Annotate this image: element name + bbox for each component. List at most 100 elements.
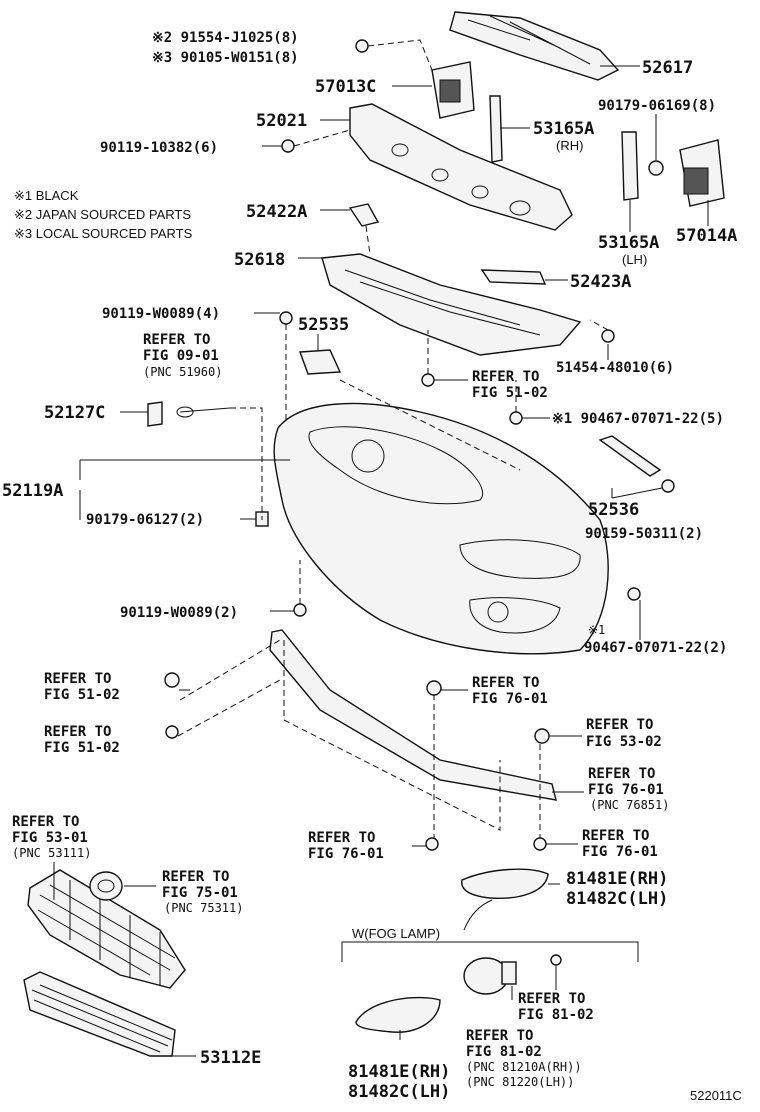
- clip-fig51-b: [165, 725, 179, 739]
- clip-fig76-c: [425, 837, 439, 851]
- label-57013c: 57013C: [315, 77, 376, 97]
- ref-0901-l2: FIG 09-01: [143, 348, 219, 364]
- ref-5301-l2: FIG 53-01: [12, 830, 88, 846]
- label-53165a-rh: 53165A: [533, 119, 594, 139]
- part-51454-clip-b: [601, 329, 615, 343]
- ref-5102c-l1: REFER TO: [44, 724, 111, 740]
- part-57014a-bracket: [679, 139, 725, 207]
- ref-7601b-l1: REFER TO: [588, 766, 655, 782]
- part-90119-w0089-bolt-a: [279, 311, 293, 325]
- dashed-lines: [177, 39, 609, 838]
- part-90159-bolt: [661, 479, 675, 493]
- clip-fig53-02: [534, 728, 550, 744]
- part-52536-retainer: [598, 435, 662, 477]
- label-52423a: 52423A: [570, 272, 631, 292]
- label-81482c-a: 81482C(LH): [566, 889, 668, 909]
- label-90119-w0089-4: 90119-W0089(4): [102, 306, 220, 322]
- label-90119-10382: 90119-10382(6): [100, 140, 218, 156]
- ref-7601d-l1: REFER TO: [582, 828, 649, 844]
- label-90159: 90159-50311(2): [585, 526, 703, 542]
- part-52617-bracket: [449, 11, 620, 81]
- label-52617: 52617: [642, 58, 693, 78]
- part-53112e-lower-grille: [23, 971, 176, 1057]
- label-90179-06127: 90179-06127(2): [86, 512, 204, 528]
- label-90119-w0089-2: 90119-W0089(2): [120, 605, 238, 621]
- ref-8102a-l1: REFER TO: [518, 991, 585, 1007]
- clip-fig51-a: [164, 672, 180, 688]
- ref-7601c-l2: FIG 76-01: [308, 846, 384, 862]
- ref-7601d-l2: FIG 76-01: [582, 844, 658, 860]
- part-52618-undercover: [321, 253, 582, 356]
- note-black: ※1 BLACK: [14, 188, 79, 203]
- ref-8102a-l2: FIG 81-02: [518, 1007, 594, 1023]
- ref-5302-l1: REFER TO: [586, 717, 653, 733]
- label-90467-b: 90467-07071-22(2): [584, 640, 727, 656]
- ref-0901-l3: (PNC 51960): [143, 365, 222, 379]
- label-57014a: 57014A: [676, 226, 737, 246]
- diagram-code: 522011C: [690, 1088, 742, 1103]
- label-81481e-b: 81481E(RH): [348, 1062, 450, 1082]
- part-52127c-cover: [147, 401, 231, 427]
- leader-lines: [53, 65, 709, 1057]
- ref-5302-l2: FIG 53-02: [586, 734, 662, 750]
- ref-7601b-l3: (PNC 76851): [590, 798, 669, 812]
- ref-7601a-l1: REFER TO: [472, 675, 539, 691]
- part-51454-clip-a: [421, 373, 435, 387]
- part-90119-w0089-bolt-b: [293, 603, 307, 617]
- part-52021-reinforcement: [349, 103, 573, 231]
- label-91554: ※2 91554-J1025(8): [152, 30, 299, 46]
- label-90179-06169: 90179-06169(8): [598, 98, 716, 114]
- part-90467-clip-b: [627, 587, 641, 601]
- ref-5102c-l2: FIG 51-02: [44, 740, 120, 756]
- part-57013c-bracket: [431, 61, 475, 119]
- part-52535-retainer: [299, 349, 342, 375]
- part-91554-bolt: [355, 39, 369, 53]
- ref-5301-l3: (PNC 53111): [12, 846, 91, 860]
- part-52119a-bumper-cover: [273, 402, 609, 655]
- part-81481e-bezel-b: [355, 996, 441, 1033]
- label-53112e: 53112E: [200, 1048, 261, 1068]
- part-fog-lamp: [463, 957, 517, 995]
- part-81481e-bezel-a: [461, 868, 549, 899]
- label-52422a: 52422A: [246, 202, 307, 222]
- label-52127c: 52127C: [44, 403, 105, 423]
- part-52423a-pad: [480, 269, 547, 285]
- note-japan: ※2 JAPAN SOURCED PARTS: [14, 207, 191, 222]
- clip-fig76-a: [426, 680, 442, 696]
- ref-7601b-l2: FIG 76-01: [588, 782, 664, 798]
- ref-7601c-l1: REFER TO: [308, 830, 375, 846]
- ref-5301-l1: REFER TO: [12, 814, 79, 830]
- ref-7501-l2: FIG 75-01: [162, 885, 238, 901]
- ref-7501-l1: REFER TO: [162, 869, 229, 885]
- label-52119a: 52119A: [2, 481, 63, 501]
- note-local: ※3 LOCAL SOURCED PARTS: [14, 226, 193, 241]
- part-53165a-lh: [621, 131, 639, 201]
- label-52021: 52021: [256, 111, 307, 131]
- ref-5102a-l1: REFER TO: [472, 369, 539, 385]
- label-81482c-b: 81482C(LH): [348, 1082, 450, 1102]
- label-52618: 52618: [234, 250, 285, 270]
- label-90467-b-mark: ※1: [588, 623, 605, 637]
- part-emblem: [89, 871, 123, 901]
- ref-8102b-l1: REFER TO: [466, 1028, 533, 1044]
- clip-fig76-d: [533, 837, 547, 851]
- part-fog-bolt: [550, 954, 562, 966]
- part-52422a-pad: [348, 203, 380, 227]
- label-52536: 52536: [588, 500, 639, 520]
- ref-7501-l3: (PNC 75311): [164, 901, 243, 915]
- part-53165a-rh: [489, 95, 503, 163]
- ref-5102b-l2: FIG 51-02: [44, 687, 120, 703]
- part-lower-spoiler: [269, 629, 557, 801]
- ref-7601a-l2: FIG 76-01: [472, 691, 548, 707]
- part-90179-06169-clip: [648, 160, 664, 176]
- label-52535: 52535: [298, 315, 349, 335]
- label-81481e-a: 81481E(RH): [566, 869, 668, 889]
- label-53165a-lh: 53165A: [598, 233, 659, 253]
- label-rh-tag: (RH): [556, 138, 583, 153]
- label-90105: ※3 90105-W0151(8): [152, 50, 299, 66]
- label-51454: 51454-48010(6): [556, 360, 674, 376]
- label-fog-lamp: W(FOG LAMP): [352, 926, 440, 941]
- ref-5102a-l2: FIG 51-02: [472, 385, 548, 401]
- part-90119-10382-bolt: [281, 139, 295, 153]
